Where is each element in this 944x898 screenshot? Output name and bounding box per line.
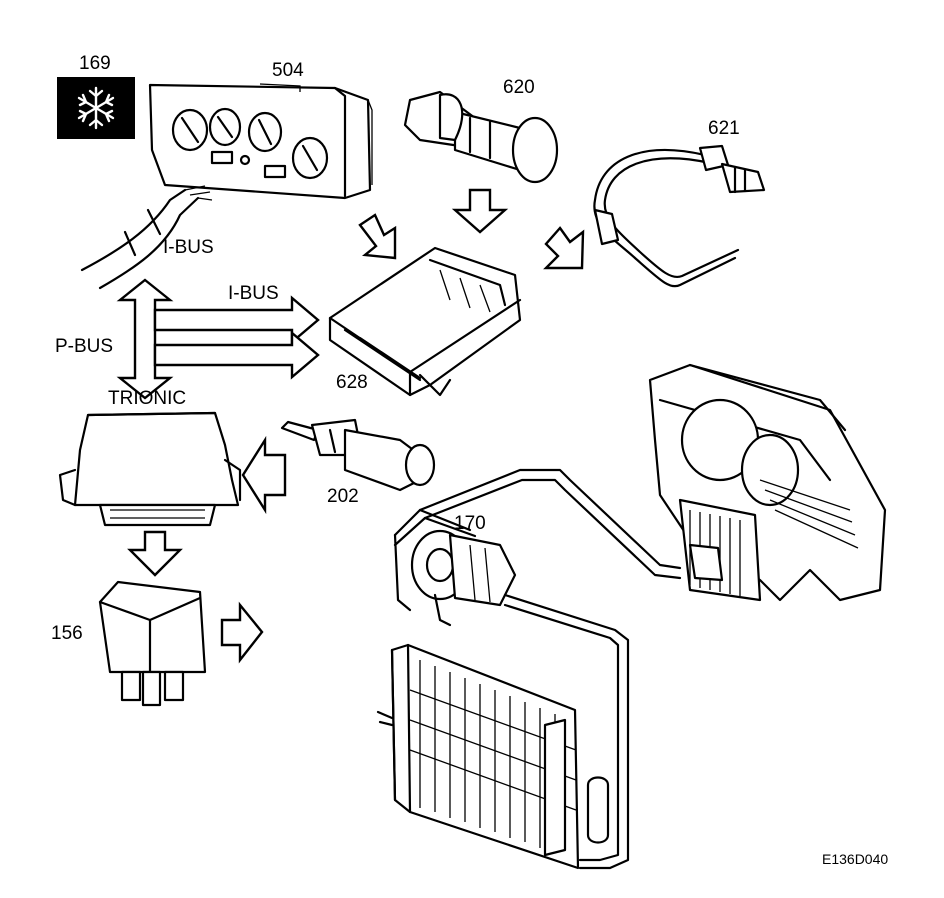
trionic-control-unit: [58, 411, 242, 527]
label-ibus-arrow: I-BUS: [228, 283, 279, 304]
relay: [98, 580, 207, 707]
ecu-module: [328, 246, 522, 397]
ac-compressor: [410, 529, 517, 627]
arrow-from-relay: [220, 601, 264, 664]
snowflake-symbol: [57, 77, 135, 139]
ibus-arrow-upper: [153, 295, 320, 345]
label-trionic: TRIONIC: [108, 388, 186, 409]
refrigerant-lines: [393, 468, 682, 870]
knob-right: [291, 136, 329, 180]
arrow-from-504: [358, 213, 397, 260]
label-pbus: P-BUS: [55, 336, 113, 357]
climate-control-panel: [148, 83, 373, 200]
arrow-from-621: [543, 226, 585, 270]
arrow-to-trionic: [241, 435, 287, 515]
label-169: 169: [79, 53, 111, 74]
label-202: 202: [327, 486, 359, 507]
ibus-cable: [80, 185, 213, 290]
label-156: 156: [51, 623, 83, 644]
condenser: [376, 643, 610, 870]
pbus-arrow: [116, 278, 174, 400]
arrow-to-relay: [127, 530, 183, 577]
knob-left: [171, 108, 209, 152]
snowflake-icon: [77, 86, 115, 130]
label-628: 628: [336, 372, 368, 393]
label-620: 620: [503, 77, 535, 98]
knob-center-left: [208, 107, 242, 147]
hvac-housing: [648, 363, 887, 602]
label-170: 170: [454, 513, 486, 534]
flow-arrows: [116, 188, 585, 664]
label-504: 504: [272, 60, 304, 81]
sensor-621: [593, 144, 766, 288]
temperature-sensor: [280, 418, 436, 492]
knob-center-right: [247, 111, 283, 153]
arrow-from-620: [451, 188, 509, 234]
label-ibus-cable: I-BUS: [163, 237, 214, 258]
pbus-arrow-lower: [153, 330, 320, 380]
label-621: 621: [708, 118, 740, 139]
figure-code: E136D040: [822, 851, 888, 867]
sensor-620: [403, 90, 559, 184]
